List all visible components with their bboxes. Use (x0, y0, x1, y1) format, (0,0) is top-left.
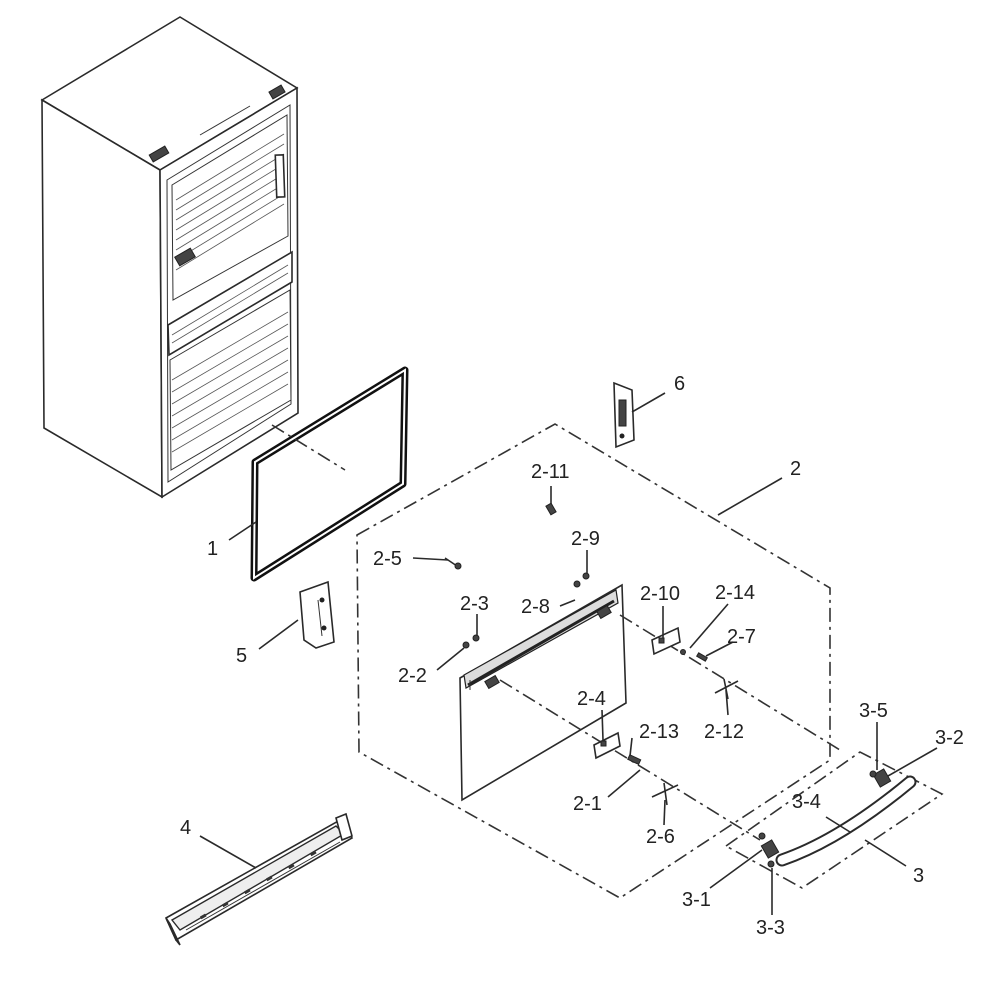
label-3-5: 3-5 (859, 700, 888, 722)
refrigerator-cabinet (40, 16, 299, 499)
label-2-9: 2-9 (571, 528, 600, 550)
label-2-13: 2-13 (639, 721, 679, 743)
label-2: 2 (790, 458, 801, 480)
hinge-5 (299, 580, 335, 649)
label-2-10: 2-10 (640, 583, 680, 605)
label-2-14: 2-14 (715, 582, 755, 604)
label-2-8: 2-8 (521, 596, 550, 618)
label-3-3: 3-3 (756, 917, 785, 939)
assembly-2-boundary (356, 423, 831, 899)
callout-labels: 1 2 6 2-11 2-5 2-9 2-3 2-8 2-2 2-10 2-14… (180, 373, 964, 939)
label-2-6: 2-6 (646, 826, 675, 848)
label-3-4: 3-4 (792, 791, 821, 813)
door-gasket (250, 366, 409, 582)
label-6: 6 (674, 373, 685, 395)
label-2-11: 2-11 (531, 461, 570, 483)
label-2-7: 2-7 (727, 626, 756, 648)
label-2-1: 2-1 (573, 793, 602, 815)
label-1: 1 (207, 538, 218, 560)
door-handle (758, 768, 917, 868)
leader-lines (199, 392, 938, 915)
label-2-5: 2-5 (373, 548, 402, 570)
label-3-1: 3-1 (682, 889, 711, 911)
axis-line-lower (499, 679, 761, 841)
bracket-6 (613, 381, 635, 449)
label-4: 4 (180, 817, 191, 839)
freezer-door-panel (459, 583, 627, 802)
assembly-3-boundary (724, 751, 944, 889)
label-2-2: 2-2 (398, 665, 427, 687)
label-5: 5 (236, 645, 247, 667)
label-3-2: 3-2 (935, 727, 964, 749)
label-3: 3 (913, 865, 924, 887)
drawer-bin-4 (164, 812, 354, 946)
hardware-parts (444, 502, 739, 806)
axis-line-right (619, 614, 841, 751)
label-2-12: 2-12 (704, 721, 744, 743)
label-2-3: 2-3 (460, 593, 489, 615)
label-2-4: 2-4 (577, 688, 606, 710)
